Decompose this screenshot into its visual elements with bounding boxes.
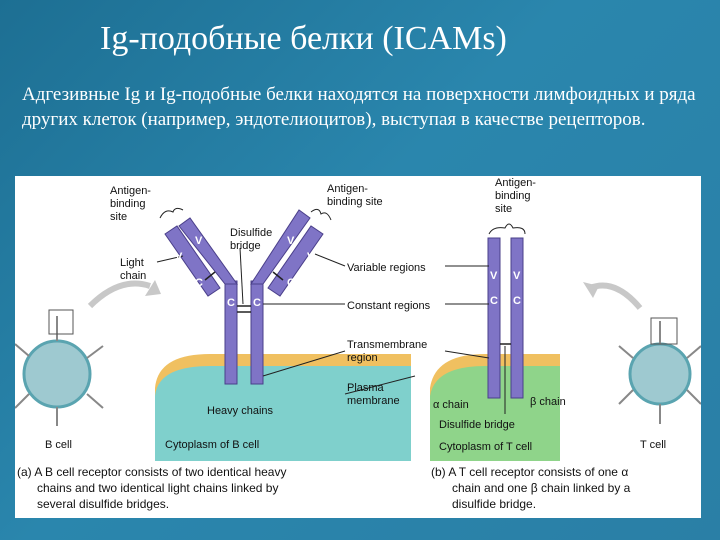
leader-transmembrane-1	[262, 350, 346, 377]
t-cell-receptor-small-4	[618, 389, 634, 405]
slide-subtitle: Адгезивные Ig и Ig-подобные белки находя…	[22, 84, 696, 130]
label-heavy-chains: Heavy chains	[207, 405, 274, 417]
b-disulfide-4	[272, 271, 284, 281]
label-c-light-right: C	[287, 277, 295, 289]
label-c-light-left: C	[195, 277, 203, 289]
t-cell-receptor-small-2	[618, 345, 634, 359]
leader-disulfide	[239, 247, 244, 305]
label-c-heavy-left: C	[227, 297, 235, 309]
b-cell-zoom-box	[48, 309, 74, 335]
label-disulfide-1: Disulfide	[230, 227, 272, 239]
leader-membrane	[344, 375, 416, 395]
b-cell-receptor-small-4	[14, 393, 30, 409]
b-cell	[14, 309, 104, 426]
b-cell-body	[22, 339, 92, 409]
label-variable-regions: Variable regions	[347, 262, 426, 274]
label-v-alpha: V	[490, 270, 498, 282]
t-cell-body	[628, 342, 692, 406]
b-cell-receptor-small-5	[86, 393, 104, 409]
label-disulfide-bridge-t: Disulfide bridge	[439, 419, 515, 431]
label-alpha-chain: α chain	[433, 399, 469, 411]
receptor-figure: Antigen- binding site Light chain Disulf…	[14, 176, 702, 518]
label-b-cell: B cell	[45, 439, 72, 451]
label-c-heavy-right: C	[253, 297, 261, 309]
caption-b-line3: disulfide bridge.	[452, 497, 536, 511]
antigen-site-brace-right	[488, 223, 526, 235]
label-c-alpha: C	[490, 295, 498, 307]
heavy-chain-left-arm	[178, 217, 238, 285]
label-beta-chain: β chain	[530, 396, 566, 408]
label-c-beta: C	[513, 295, 521, 307]
beta-chain	[510, 237, 524, 399]
slide-title: Ig-подобные белки (ICAMs)	[100, 20, 507, 57]
label-antigen-site-right-3: site	[495, 203, 512, 215]
t-cell	[618, 317, 702, 424]
label-antigen-site-right-2: binding	[495, 190, 530, 202]
label-transmembrane-2: region	[347, 352, 378, 364]
b-cell-receptor-small-2	[14, 343, 30, 357]
label-light-chain-2: chain	[120, 270, 146, 282]
label-cytoplasm-t: Cytoplasm of T cell	[439, 441, 532, 453]
leader-transmembrane-2	[444, 350, 490, 359]
label-transmembrane-1: Transmembrane	[347, 339, 427, 351]
t-cell-zoom-box	[650, 317, 678, 345]
arrow-b-cell	[87, 280, 151, 309]
label-v-heavy-right: V	[287, 235, 295, 247]
arrow-t-cell-head	[583, 282, 599, 298]
label-constant-regions: Constant regions	[347, 300, 431, 312]
b-cell-cytoplasm	[155, 366, 411, 461]
b-cell-receptor-small-3	[86, 345, 104, 359]
t-cell-receptor-small-3	[686, 345, 702, 359]
label-antigen-site-left-2: binding	[110, 198, 145, 210]
caption-b-line1: (b) A T cell receptor consists of one α	[431, 465, 628, 479]
leader-light-chain	[156, 255, 184, 263]
caption-a-line3: several disulfide bridges.	[37, 497, 169, 511]
label-plasma-membrane-2: membrane	[347, 395, 400, 407]
caption-a-line1: (a) A B cell receptor consists of two id…	[17, 465, 286, 479]
label-v-light-right: V	[307, 251, 315, 263]
arrow-b-cell-head	[145, 280, 161, 296]
label-antigen-site-mid-2: binding site	[327, 196, 383, 208]
caption-a-line2: chains and two identical light chains li…	[37, 481, 278, 495]
label-antigen-site-right-1: Antigen-	[495, 177, 536, 189]
label-v-light-left: V	[175, 251, 183, 263]
alpha-chain	[487, 237, 501, 399]
label-t-cell: T cell	[640, 439, 666, 451]
t-cell-receptor	[487, 237, 524, 399]
leader-variable-1	[314, 253, 346, 267]
label-v-heavy-left: V	[195, 235, 203, 247]
antigen-site-brace-left	[159, 207, 184, 219]
heavy-chain-right-arm	[250, 209, 311, 285]
b-disulfide-3	[204, 271, 216, 281]
label-antigen-site-left-3: site	[110, 211, 127, 223]
label-cytoplasm-b: Cytoplasm of B cell	[165, 439, 259, 451]
label-antigen-site-mid-1: Antigen-	[327, 183, 368, 195]
t-cell-cytoplasm	[430, 366, 560, 461]
label-light-chain-1: Light	[120, 257, 144, 269]
antigen-site-brace-mid	[310, 208, 332, 221]
label-disulfide-2: bridge	[230, 240, 261, 252]
caption-b-line2: chain and one β chain linked by a	[452, 481, 631, 495]
label-plasma-membrane-1: Plasma	[347, 382, 385, 394]
t-cell-receptor-small-5	[686, 389, 702, 405]
label-antigen-site-left-1: Antigen-	[110, 185, 151, 197]
label-v-beta: V	[513, 270, 521, 282]
